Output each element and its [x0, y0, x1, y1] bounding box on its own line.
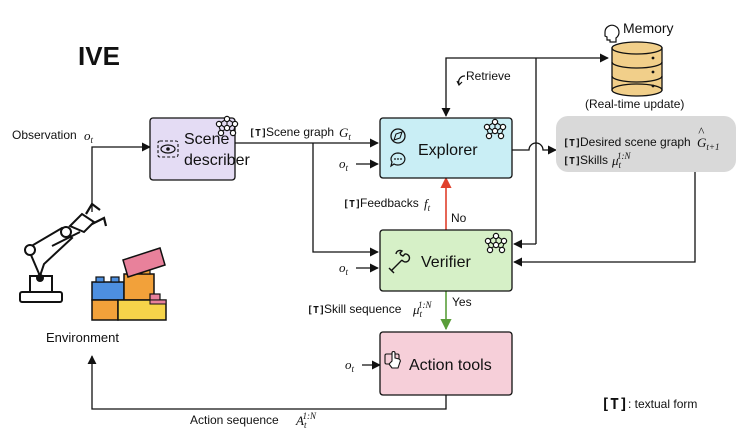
verifier-o-symbol: o — [339, 260, 346, 275]
explorer-o-symbol: o — [339, 156, 346, 171]
svg-text:ft: ft — [424, 196, 431, 213]
observation-o-symbol: o — [84, 128, 91, 143]
feedback-f-symbol: f — [424, 196, 430, 211]
memory-label: Memory — [623, 20, 674, 36]
feedbacks-label: Feedbacks — [360, 196, 419, 210]
verifier-o-subscript: t — [346, 267, 349, 277]
legend: [T] : textual form — [601, 395, 697, 413]
scene-describer-label-line2: describer — [184, 152, 250, 169]
action-tools-node: Action tools — [379, 331, 513, 396]
verifier-node: Verifier — [379, 229, 513, 292]
text-badge-icon: [T] — [343, 199, 361, 210]
hand-pointer-icon — [384, 351, 401, 369]
environment-node: Environment — [19, 202, 167, 345]
svg-text:μt1:N: μt1:N — [412, 300, 433, 319]
head-icon — [604, 24, 620, 43]
svg-text:ot: ot — [345, 357, 355, 374]
g-hat-symbol: G — [697, 135, 707, 150]
explorer-node: Explorer — [379, 117, 513, 179]
verifier-label: Verifier — [421, 254, 471, 271]
database-icon — [611, 41, 663, 97]
compass-icon — [390, 128, 406, 144]
action-to-environment-arrow — [87, 355, 447, 410]
text-badge-icon: [T] — [563, 138, 581, 149]
skill-sequence-label: Skill sequence — [324, 302, 402, 316]
mu-subscript: t — [619, 160, 622, 170]
svg-text:At1:N: At1:N — [295, 411, 317, 430]
robot-arm-icon — [19, 202, 108, 303]
mu-superscript: 1:N — [617, 151, 631, 161]
action-a-superscript: 1:N — [302, 411, 316, 421]
retrieve-curl-icon — [456, 75, 466, 87]
scene-graph-g-subscript: t — [348, 132, 351, 142]
environment-to-scene-line — [91, 142, 151, 212]
action-a-subscript: t — [304, 420, 307, 430]
legend-badge: [T] — [601, 395, 628, 413]
text-badge-icon: [T] — [249, 128, 267, 139]
retrieve-arrow — [441, 57, 536, 117]
observation-label: Observation — [12, 128, 77, 142]
scene-describer-node: Scene describer — [149, 115, 250, 181]
observation-o-subscript: t — [91, 135, 94, 145]
svg-text:ot: ot — [339, 156, 349, 173]
memory-caption: (Real-time update) — [585, 97, 684, 111]
feedback-f-subscript: t — [428, 203, 431, 213]
lego-blocks-icon — [91, 247, 167, 321]
action-a-symbol: A — [295, 413, 304, 428]
action-sequence-label: Action sequence — [190, 413, 279, 427]
svg-text:[T]: [T] — [563, 138, 581, 149]
legend-text: : textual form — [628, 397, 697, 411]
svg-text:[T]: [T] — [563, 156, 581, 167]
output-to-verifier-arrow — [513, 172, 696, 267]
chat-icon — [390, 152, 406, 168]
svg-text:ot: ot — [84, 128, 94, 145]
explorer-o-subscript: t — [346, 163, 349, 173]
svg-text:Gt+1: Gt+1 — [697, 135, 719, 152]
retrieve-label: Retrieve — [466, 69, 511, 83]
environment-label: Environment — [46, 330, 119, 345]
svg-text:Gt: Gt — [339, 125, 351, 142]
skill-mu-superscript: 1:N — [418, 300, 432, 310]
scene-to-verifier-arrow — [312, 143, 379, 257]
scene-describer-label-line1: Scene — [184, 131, 229, 148]
skill-mu-subscript: t — [420, 309, 423, 319]
action-o-subscript: t — [352, 364, 355, 374]
text-badge-icon: [T] — [307, 305, 325, 316]
mu-symbol: μ — [611, 153, 619, 168]
explorer-label: Explorer — [418, 142, 478, 159]
svg-text:μt1:N: μt1:N — [611, 151, 632, 170]
text-badge-icon: [T] — [563, 156, 581, 167]
memory-node: Memory (Real-time update) — [585, 20, 684, 111]
g-hat-subscript: t+1 — [706, 142, 719, 152]
skills-label: Skills — [580, 153, 608, 167]
output-box: [T] Desired scene graph Gt+1 ^ [T] Skill… — [556, 116, 736, 172]
action-o-symbol: o — [345, 357, 352, 372]
svg-text:ot: ot — [339, 260, 349, 277]
no-label: No — [451, 211, 467, 225]
diagram-title: IVE — [78, 41, 120, 71]
eye-icon — [157, 140, 179, 158]
yes-label: Yes — [452, 295, 472, 309]
action-tools-label: Action tools — [409, 357, 492, 374]
scene-graph-g-symbol: G — [339, 125, 349, 140]
skill-mu-symbol: μ — [412, 302, 420, 317]
wrench-icon — [388, 249, 411, 274]
explorer-to-output-arrow — [512, 142, 557, 155]
svg-text:^: ^ — [698, 124, 705, 139]
scene-graph-label: Scene graph — [266, 125, 334, 139]
desired-scene-graph-label: Desired scene graph — [580, 135, 691, 149]
